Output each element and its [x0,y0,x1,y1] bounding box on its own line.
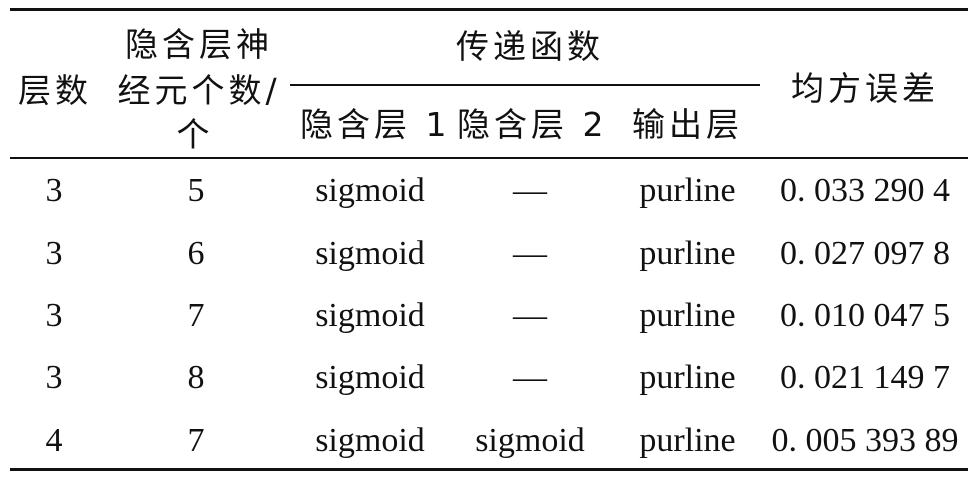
header-layers: 层数 [18,71,92,110]
cell-hidden1: sigmoid [315,297,425,334]
cell-output: purline [639,172,736,209]
cell-layers: 3 [45,359,63,396]
cell-mse: 0. 027 097 8 [780,235,950,272]
cell-hidden1: sigmoid [315,235,425,272]
header-neurons-line3: 个 [176,115,214,154]
cell-output: purline [639,235,736,272]
table-top-rule [10,8,968,11]
cell-mse: 0. 010 047 5 [780,297,950,334]
cell-output: purline [639,422,736,459]
cell-neurons: 5 [187,172,205,209]
table-row: 3 5 sigmoid — purline 0. 033 290 4 [0,174,977,214]
header-neurons-line2: 经元个数/ [117,71,281,110]
header-mse: 均方误差 [791,69,939,108]
header-output: 输出层 [632,105,743,144]
cell-hidden2: — [513,359,547,396]
cell-hidden2: — [513,297,547,334]
header-hidden2: 隐含层 2 [457,105,608,144]
cell-hidden1: sigmoid [315,422,425,459]
cell-hidden2: sigmoid [475,422,585,459]
cell-output: purline [639,359,736,396]
cell-hidden2: — [513,172,547,209]
cell-mse: 0. 033 290 4 [780,172,950,209]
cell-hidden1: sigmoid [315,359,425,396]
cell-mse: 0. 005 393 89 [771,422,959,459]
table-row: 3 6 sigmoid — purline 0. 027 097 8 [0,237,977,277]
cell-layers: 3 [45,235,63,272]
cell-output: purline [639,297,736,334]
table-row: 3 8 sigmoid — purline 0. 021 149 7 [0,361,977,401]
cell-neurons: 6 [187,235,205,272]
cell-mse: 0. 021 149 7 [780,359,950,396]
header-hidden1: 隐含层 1 [300,105,451,144]
header-group-rule [290,84,760,86]
cell-hidden1: sigmoid [315,172,425,209]
table-bottom-rule [10,468,968,471]
cell-neurons: 7 [187,422,205,459]
header-neurons-line1: 隐含层神 [125,25,273,64]
cell-neurons: 8 [187,359,205,396]
table-row: 3 7 sigmoid — purline 0. 010 047 5 [0,299,977,339]
table-header-rule [10,157,968,159]
cell-neurons: 7 [187,297,205,334]
table-row: 4 7 sigmoid sigmoid purline 0. 005 393 8… [0,424,977,464]
cell-layers: 3 [45,297,63,334]
cell-hidden2: — [513,235,547,272]
cell-layers: 3 [45,172,63,209]
header-transfer-group: 传递函数 [456,27,604,66]
cell-layers: 4 [45,422,63,459]
